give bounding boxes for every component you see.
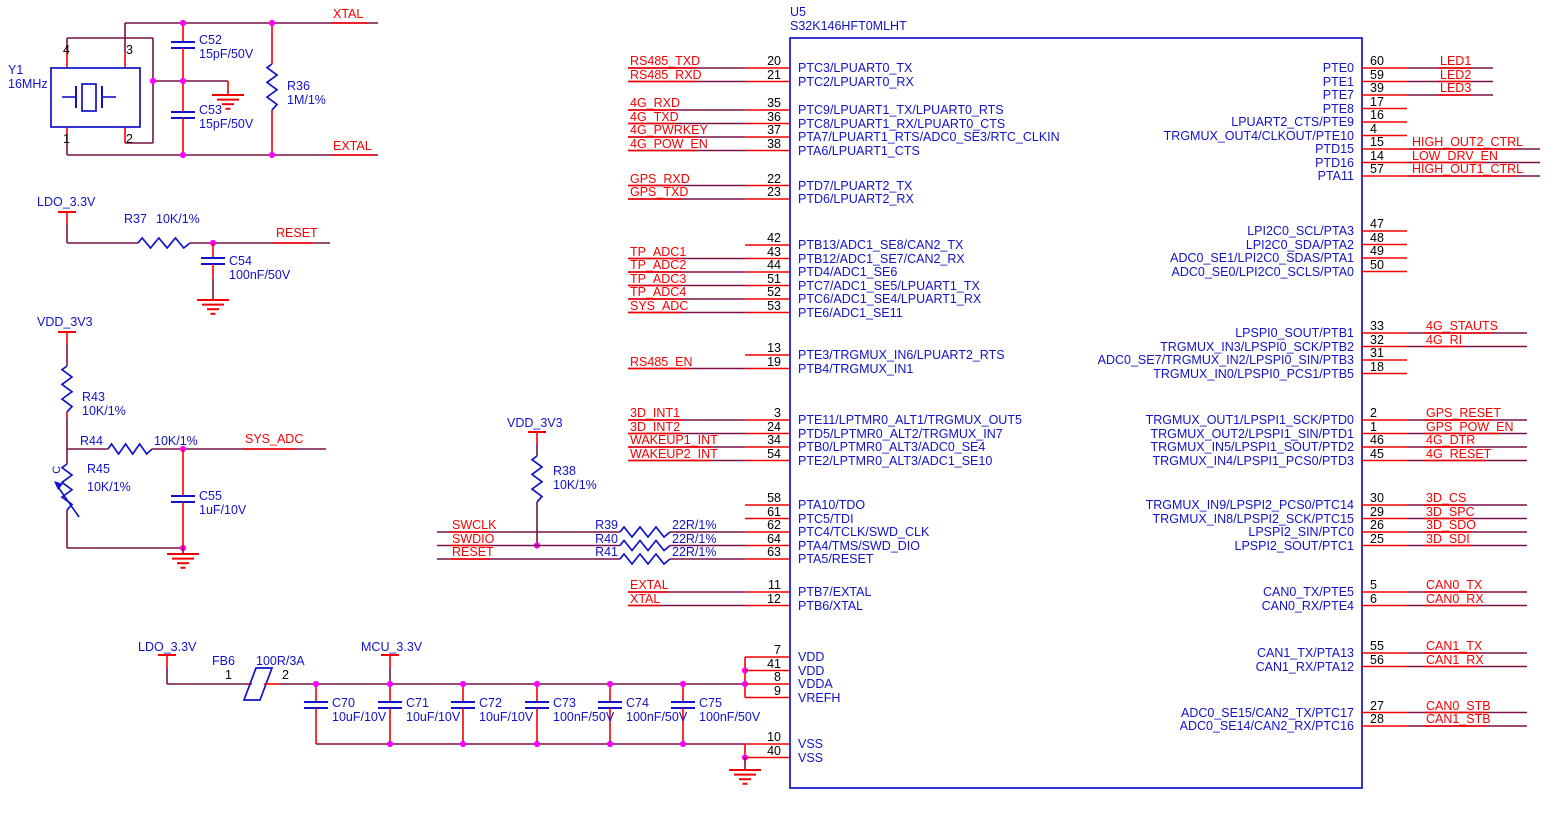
resistor-symbol (265, 63, 279, 111)
resistor-symbol (619, 525, 671, 539)
junction-dot (459, 740, 467, 748)
junction-dot (679, 680, 687, 688)
resistor-symbol (619, 539, 671, 552)
crystal-symbol (50, 67, 141, 128)
resistor-symbol (60, 365, 74, 413)
junction-dot (533, 680, 541, 688)
potentiometer-arrowhead (54, 481, 63, 490)
crystal-symbol (81, 83, 97, 112)
junction-dot (179, 77, 187, 85)
junction-dot (533, 740, 541, 748)
junction-dot (149, 77, 157, 85)
potentiometer-symbol (60, 463, 74, 511)
junction-dot (606, 680, 614, 688)
junction-dot (679, 740, 687, 748)
junction-dot (268, 19, 276, 27)
ferrite-bead-symbol (242, 667, 274, 701)
resistor-symbol (619, 552, 671, 566)
junction-dot (179, 19, 187, 27)
junction-dot (386, 740, 394, 748)
junction-dot (268, 151, 276, 159)
junction-dot (312, 680, 320, 688)
junction-dot (459, 680, 467, 688)
resistor-symbol (107, 442, 153, 456)
junction-dot (179, 151, 187, 159)
resistor-symbol (530, 455, 544, 503)
potentiometer-arrow (55, 483, 80, 518)
junction-dot (606, 740, 614, 748)
junction-dot (386, 680, 394, 688)
resistor-symbol (137, 236, 191, 250)
mcu-body (789, 37, 1363, 789)
